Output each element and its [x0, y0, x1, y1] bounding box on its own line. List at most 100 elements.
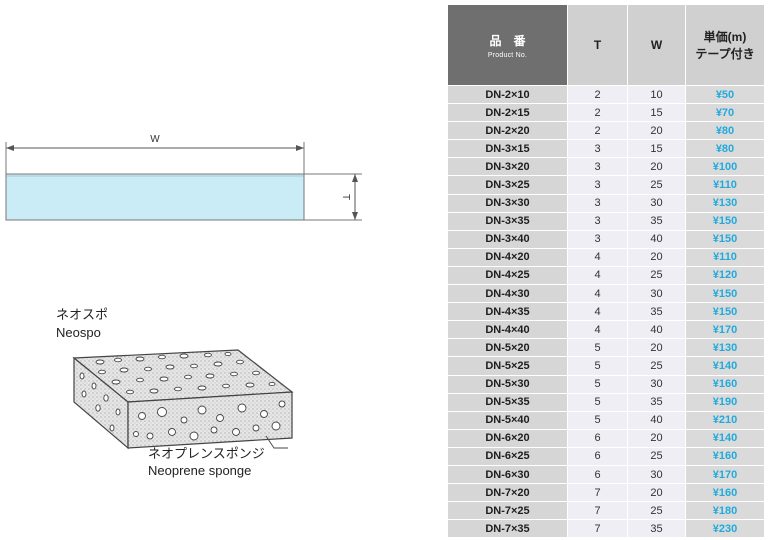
- product-no-cell: DN-4×20: [447, 247, 568, 267]
- thickness-cell: 3: [567, 229, 628, 249]
- thickness-cell: 5: [567, 410, 628, 430]
- header-product-en: Product No.: [487, 51, 528, 59]
- price-cell: ¥160: [685, 446, 765, 466]
- thickness-cell: 4: [567, 284, 628, 304]
- width-cell: 25: [627, 356, 686, 376]
- sponge-front-holes: [133, 400, 286, 441]
- product-no-cell: DN-5×20: [447, 338, 568, 358]
- product-no-cell: DN-2×15: [447, 103, 568, 123]
- thickness-cell: 3: [567, 157, 628, 177]
- neospo-label-jp: ネオスポ: [56, 307, 109, 322]
- sponge-top-holes: [95, 351, 276, 395]
- width-cell: 40: [627, 320, 686, 340]
- width-cell: 15: [627, 103, 686, 123]
- price-cell: ¥150: [685, 284, 765, 304]
- thickness-cell: 2: [567, 103, 628, 123]
- thickness-cell: 6: [567, 446, 628, 466]
- product-no-cell: DN-5×30: [447, 374, 568, 394]
- width-cell: 35: [627, 519, 686, 539]
- header-price-line1: 単価(m): [703, 30, 747, 44]
- sponge-illustration: [72, 349, 294, 450]
- product-no-cell: DN-5×35: [447, 392, 568, 412]
- product-no-cell: DN-2×20: [447, 121, 568, 141]
- product-no-cell: DN-3×35: [447, 211, 568, 231]
- width-arrow-right: [296, 145, 304, 151]
- width-cell: 20: [627, 121, 686, 141]
- product-no-cell: DN-6×30: [447, 464, 568, 485]
- product-no-cell: DN-3×40: [447, 229, 568, 249]
- thickness-cell: 4: [567, 265, 628, 286]
- header-product-no: 品 番 Product No.: [447, 4, 568, 86]
- product-no-cell: DN-7×25: [447, 501, 568, 521]
- product-no-cell: DN-7×20: [447, 483, 568, 503]
- product-no-cell: DN-3×20: [447, 157, 568, 177]
- width-cell: 40: [627, 410, 686, 430]
- product-no-cell: DN-4×30: [447, 284, 568, 304]
- neoprene-label-en: Neoprene sponge: [148, 463, 252, 478]
- price-cell: ¥70: [685, 103, 765, 123]
- width-cell: 30: [627, 284, 686, 304]
- thickness-cell: 4: [567, 247, 628, 267]
- dimension-diagram: W T: [5, 134, 362, 221]
- price-cell: ¥140: [685, 428, 765, 448]
- price-cell: ¥180: [685, 501, 765, 521]
- price-cell: ¥80: [685, 121, 765, 141]
- price-cell: ¥150: [685, 302, 765, 322]
- price-cell: ¥130: [685, 338, 765, 358]
- thickness-cell: 5: [567, 392, 628, 412]
- price-cell: ¥50: [685, 84, 765, 105]
- width-label: W: [150, 134, 160, 145]
- price-cell: ¥80: [685, 139, 765, 159]
- header-unit-price: 単価(m) テープ付き: [685, 4, 765, 86]
- table-header-row: 品 番 Product No. T W 単価(m) テープ付き: [447, 4, 765, 86]
- price-cell: ¥210: [685, 410, 765, 430]
- width-cell: 40: [627, 229, 686, 249]
- header-width: W: [627, 4, 686, 86]
- product-no-cell: DN-6×25: [447, 446, 568, 466]
- price-cell: ¥190: [685, 392, 765, 412]
- width-cell: 20: [627, 483, 686, 503]
- product-no-cell: DN-3×15: [447, 139, 568, 159]
- price-cell: ¥110: [685, 247, 765, 267]
- width-cell: 25: [627, 265, 686, 286]
- width-arrow-left: [6, 145, 14, 151]
- price-cell: ¥150: [685, 211, 765, 231]
- thickness-cell: 3: [567, 139, 628, 159]
- thickness-arrow-top: [352, 174, 358, 182]
- thickness-cell: 2: [567, 121, 628, 141]
- width-cell: 20: [627, 247, 686, 267]
- thickness-cell: 6: [567, 428, 628, 448]
- product-no-cell: DN-3×25: [447, 175, 568, 195]
- price-cell: ¥160: [685, 483, 765, 503]
- strip-cross-section: [5, 173, 305, 221]
- product-no-cell: DN-6×20: [447, 428, 568, 448]
- thickness-cell: 4: [567, 320, 628, 340]
- product-no-cell: DN-5×25: [447, 356, 568, 376]
- price-cell: ¥160: [685, 374, 765, 394]
- width-cell: 25: [627, 501, 686, 521]
- price-cell: ¥100: [685, 157, 765, 177]
- thickness-cell: 5: [567, 338, 628, 358]
- header-thickness: T: [567, 4, 628, 86]
- thickness-cell: 4: [567, 302, 628, 322]
- width-cell: 20: [627, 428, 686, 448]
- product-no-cell: DN-3×30: [447, 193, 568, 213]
- thickness-arrow-bottom: [352, 212, 358, 220]
- thickness-cell: 2: [567, 84, 628, 105]
- product-no-cell: DN-5×40: [447, 410, 568, 430]
